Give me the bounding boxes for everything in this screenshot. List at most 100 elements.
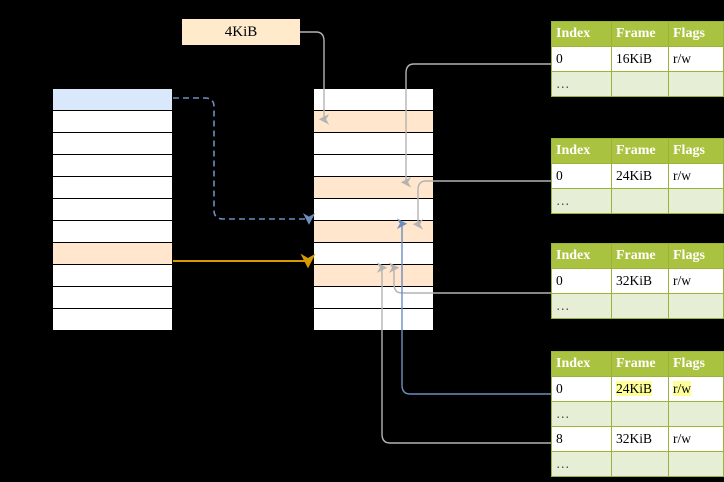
column-header-index: Index (551, 21, 612, 47)
physical-frame-cell-10[interactable] (313, 308, 434, 331)
physical-frame-cell-1[interactable] (313, 110, 434, 133)
cell-value: … (556, 406, 571, 421)
virtual-page-cell-5[interactable] (52, 198, 173, 221)
table-cell-index[interactable]: … (551, 293, 612, 319)
cell-value: 0 (556, 51, 563, 66)
virtual-page-cell-8[interactable] (52, 264, 173, 287)
virtual-address-space-column (52, 88, 173, 331)
virtual-page-cell-1[interactable] (52, 110, 173, 133)
physical-frame-cell-8[interactable] (313, 264, 434, 287)
table-row[interactable]: … (551, 188, 724, 214)
table-row[interactable]: 0 32KiB r/w (551, 268, 724, 294)
cell-value: 0 (556, 381, 563, 396)
cell-value: … (556, 456, 571, 471)
table-cell-index[interactable]: … (551, 71, 612, 97)
cell-value: … (556, 298, 571, 313)
virtual-page-cell-3[interactable] (52, 154, 173, 177)
virtual-page-cell-10[interactable] (52, 308, 173, 331)
physical-frame-cell-3[interactable] (313, 154, 434, 177)
page-size-label: 4KiB (182, 19, 300, 45)
physical-frame-cell-4[interactable] (313, 176, 434, 199)
physical-frame-cell-0[interactable] (313, 88, 434, 111)
cell-value: r/w (673, 273, 691, 288)
virtual-page-cell-0[interactable] (52, 88, 173, 111)
table-cell-index[interactable]: … (551, 188, 612, 214)
table-cell-frame[interactable] (611, 451, 669, 477)
wire-table2-to-frame (412, 180, 551, 230)
table-cell-index[interactable]: 0 (551, 163, 612, 189)
column-header-frame: Frame (611, 138, 669, 164)
virtual-page-cell-2[interactable] (52, 132, 173, 155)
table-cell-index[interactable]: … (551, 451, 612, 477)
cell-value: r/w (673, 431, 691, 446)
table-cell-flags[interactable]: r/w (668, 163, 724, 189)
table-cell-index[interactable]: … (551, 401, 612, 427)
column-header-flags: Flags (668, 138, 724, 164)
column-header-index: Index (551, 243, 612, 269)
virtual-page-cell-7[interactable] (52, 242, 173, 265)
wire-virtual-page-to-frame-dashed (173, 97, 316, 225)
table-cell-flags[interactable]: r/w (668, 426, 724, 452)
physical-frame-cell-5[interactable] (313, 198, 434, 221)
table-cell-flags[interactable] (668, 188, 724, 214)
table-cell-flags[interactable] (668, 293, 724, 319)
table-cell-index[interactable]: 0 (551, 376, 612, 402)
column-header-index: Index (551, 138, 612, 164)
physical-frame-cell-2[interactable] (313, 132, 434, 155)
cell-value: r/w (673, 381, 691, 396)
virtual-page-cell-4[interactable] (52, 176, 173, 199)
virtual-page-cell-9[interactable] (52, 286, 173, 309)
table-cell-flags[interactable] (668, 401, 724, 427)
table-row[interactable]: 0 16KiB r/w (551, 46, 724, 72)
column-header-frame: Frame (611, 21, 669, 47)
cell-value: r/w (673, 168, 691, 183)
physical-frame-cell-6[interactable] (313, 220, 434, 243)
table-cell-index[interactable]: 0 (551, 46, 612, 72)
table-row[interactable]: … (551, 71, 724, 97)
cell-value: 8 (556, 431, 563, 446)
cell-value: … (556, 193, 571, 208)
cell-value: 24KiB (616, 381, 653, 396)
table-row[interactable]: 0 24KiB r/w (551, 376, 724, 402)
table-cell-flags[interactable]: r/w (668, 268, 724, 294)
table-cell-frame[interactable]: 32KiB (611, 426, 669, 452)
table-cell-frame[interactable] (611, 293, 669, 319)
table-cell-flags[interactable]: r/w (668, 376, 724, 402)
cell-value: r/w (673, 51, 691, 66)
physical-memory-column (313, 88, 434, 331)
physical-frame-cell-9[interactable] (313, 286, 434, 309)
table-row[interactable]: 8 32KiB r/w (551, 426, 724, 452)
cell-value: 32KiB (616, 273, 653, 288)
column-header-flags: Flags (668, 243, 724, 269)
cell-value: 32KiB (616, 431, 653, 446)
table-cell-flags[interactable]: r/w (668, 46, 724, 72)
table-cell-index[interactable]: 0 (551, 268, 612, 294)
table-cell-frame[interactable]: 24KiB (611, 376, 669, 402)
table-cell-flags[interactable] (668, 71, 724, 97)
cell-value: … (556, 76, 571, 91)
table-cell-flags[interactable] (668, 451, 724, 477)
column-header-frame: Frame (611, 243, 669, 269)
table-cell-frame[interactable] (611, 188, 669, 214)
table-cell-frame[interactable]: 32KiB (611, 268, 669, 294)
table-cell-frame[interactable] (611, 71, 669, 97)
table-cell-frame[interactable] (611, 401, 669, 427)
cell-value: 0 (556, 273, 563, 288)
table-cell-frame[interactable]: 16KiB (611, 46, 669, 72)
virtual-page-cell-6[interactable] (52, 220, 173, 243)
table-cell-frame[interactable]: 24KiB (611, 163, 669, 189)
table-row[interactable]: … (551, 401, 724, 427)
physical-frame-cell-7[interactable] (313, 242, 434, 265)
column-header-flags: Flags (668, 21, 724, 47)
table-row[interactable]: … (551, 293, 724, 319)
table-cell-index[interactable]: 8 (551, 426, 612, 452)
table-row[interactable]: … (551, 451, 724, 477)
